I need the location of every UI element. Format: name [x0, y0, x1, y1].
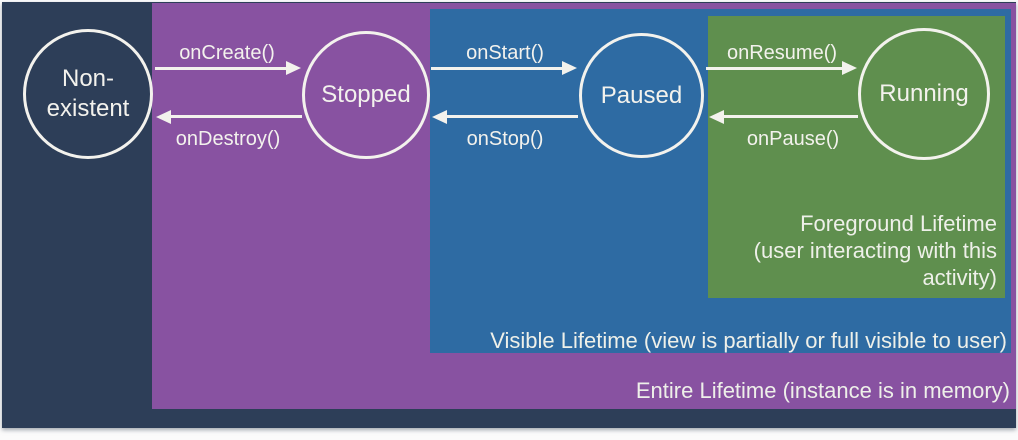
oncreate-arrow-shaft — [155, 67, 286, 70]
state-paused: Paused — [579, 33, 704, 158]
state-non-existent-label: Non- existent — [46, 65, 130, 122]
state-non-existent: Non- existent — [23, 29, 153, 159]
onpause-arrow-head-icon — [709, 110, 724, 124]
oncreate-arrow-head-icon — [286, 61, 301, 75]
onstop-arrow-shaft — [447, 115, 578, 118]
foreground-lifetime-label: Foreground Lifetime (user interacting wi… — [753, 211, 997, 290]
state-stopped-label: Stopped — [321, 81, 411, 108]
onstop-transition-label: onStop() — [466, 128, 544, 150]
onresume-arrow-head-icon — [842, 61, 857, 75]
onstart-transition-label: onStart() — [466, 42, 544, 64]
ondestroy-arrow-head-icon — [156, 110, 171, 124]
state-stopped: Stopped — [302, 31, 430, 159]
onstop-arrow-head-icon — [432, 110, 447, 124]
onresume-transition-label: onResume() — [726, 42, 838, 64]
state-running: Running — [858, 28, 990, 160]
visible-lifetime-label: Visible Lifetime (view is partially or f… — [490, 328, 1007, 353]
oncreate-transition-label: onCreate() — [179, 42, 275, 64]
onresume-arrow-shaft — [706, 67, 842, 70]
entire-lifetime-label: Entire Lifetime (instance is in memory) — [635, 378, 1010, 403]
ondestroy-transition-label: onDestroy() — [175, 128, 281, 150]
state-paused-label: Paused — [600, 81, 683, 109]
state-running-label: Running — [879, 80, 969, 107]
onstart-arrow-shaft — [431, 67, 562, 70]
onpause-transition-label: onPause() — [746, 128, 840, 150]
onpause-arrow-shaft — [724, 115, 858, 118]
ondestroy-arrow-shaft — [171, 115, 302, 118]
onstart-arrow-head-icon — [562, 61, 577, 75]
